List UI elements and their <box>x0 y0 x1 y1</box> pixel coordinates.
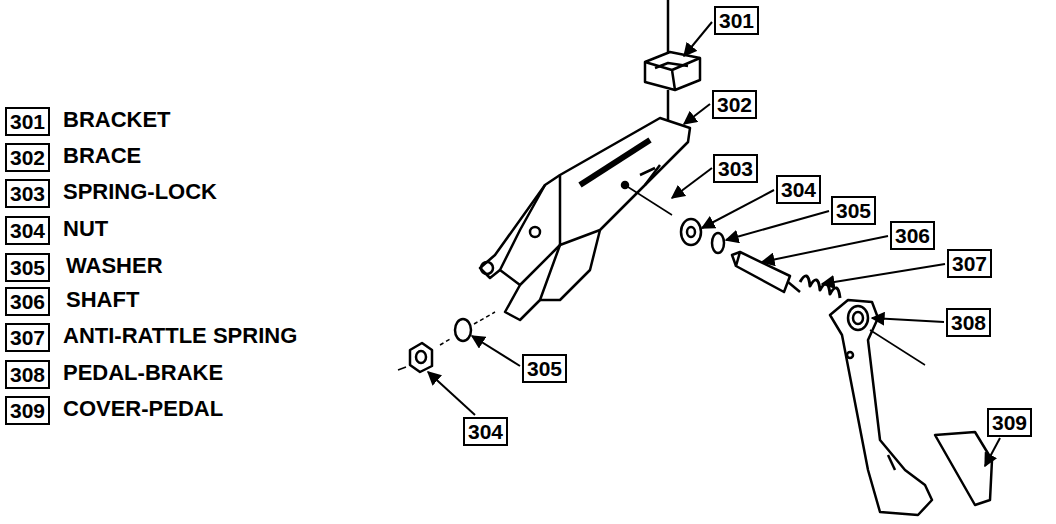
part-name: ANTI-RATTLE SPRING <box>63 325 297 347</box>
callout-number: 304 <box>5 216 50 245</box>
callout-number: 301 <box>714 6 759 35</box>
part-name: WASHER <box>66 255 163 277</box>
part-name: SPRING-LOCK <box>63 181 217 203</box>
callout-number: 305 <box>5 253 50 282</box>
part-name: COVER-PEDAL <box>63 398 223 420</box>
part-name: BRACE <box>63 145 141 167</box>
callout-number: 306 <box>890 221 935 250</box>
callout-number: 306 <box>5 287 50 316</box>
callout-number: 303 <box>713 154 758 183</box>
part-name: BRACKET <box>63 109 171 131</box>
callout-number: 304 <box>463 417 508 446</box>
callout-number: 305 <box>522 354 567 383</box>
callout-number: 308 <box>5 360 50 389</box>
callout-number: 301 <box>5 107 50 136</box>
callout-number: 305 <box>831 196 876 225</box>
callout-number: 307 <box>5 323 50 352</box>
callout-number: 309 <box>987 408 1032 437</box>
callout-number: 304 <box>776 175 821 204</box>
callout-number: 303 <box>5 179 50 208</box>
part-name: PEDAL-BRAKE <box>63 362 223 384</box>
callout-number: 309 <box>5 396 50 425</box>
callout-number: 302 <box>712 90 757 119</box>
part-name: NUT <box>63 218 108 240</box>
part-name: SHAFT <box>66 289 139 311</box>
callout-number: 302 <box>5 143 50 172</box>
callout-number: 307 <box>947 249 992 278</box>
callout-number: 308 <box>946 308 991 337</box>
